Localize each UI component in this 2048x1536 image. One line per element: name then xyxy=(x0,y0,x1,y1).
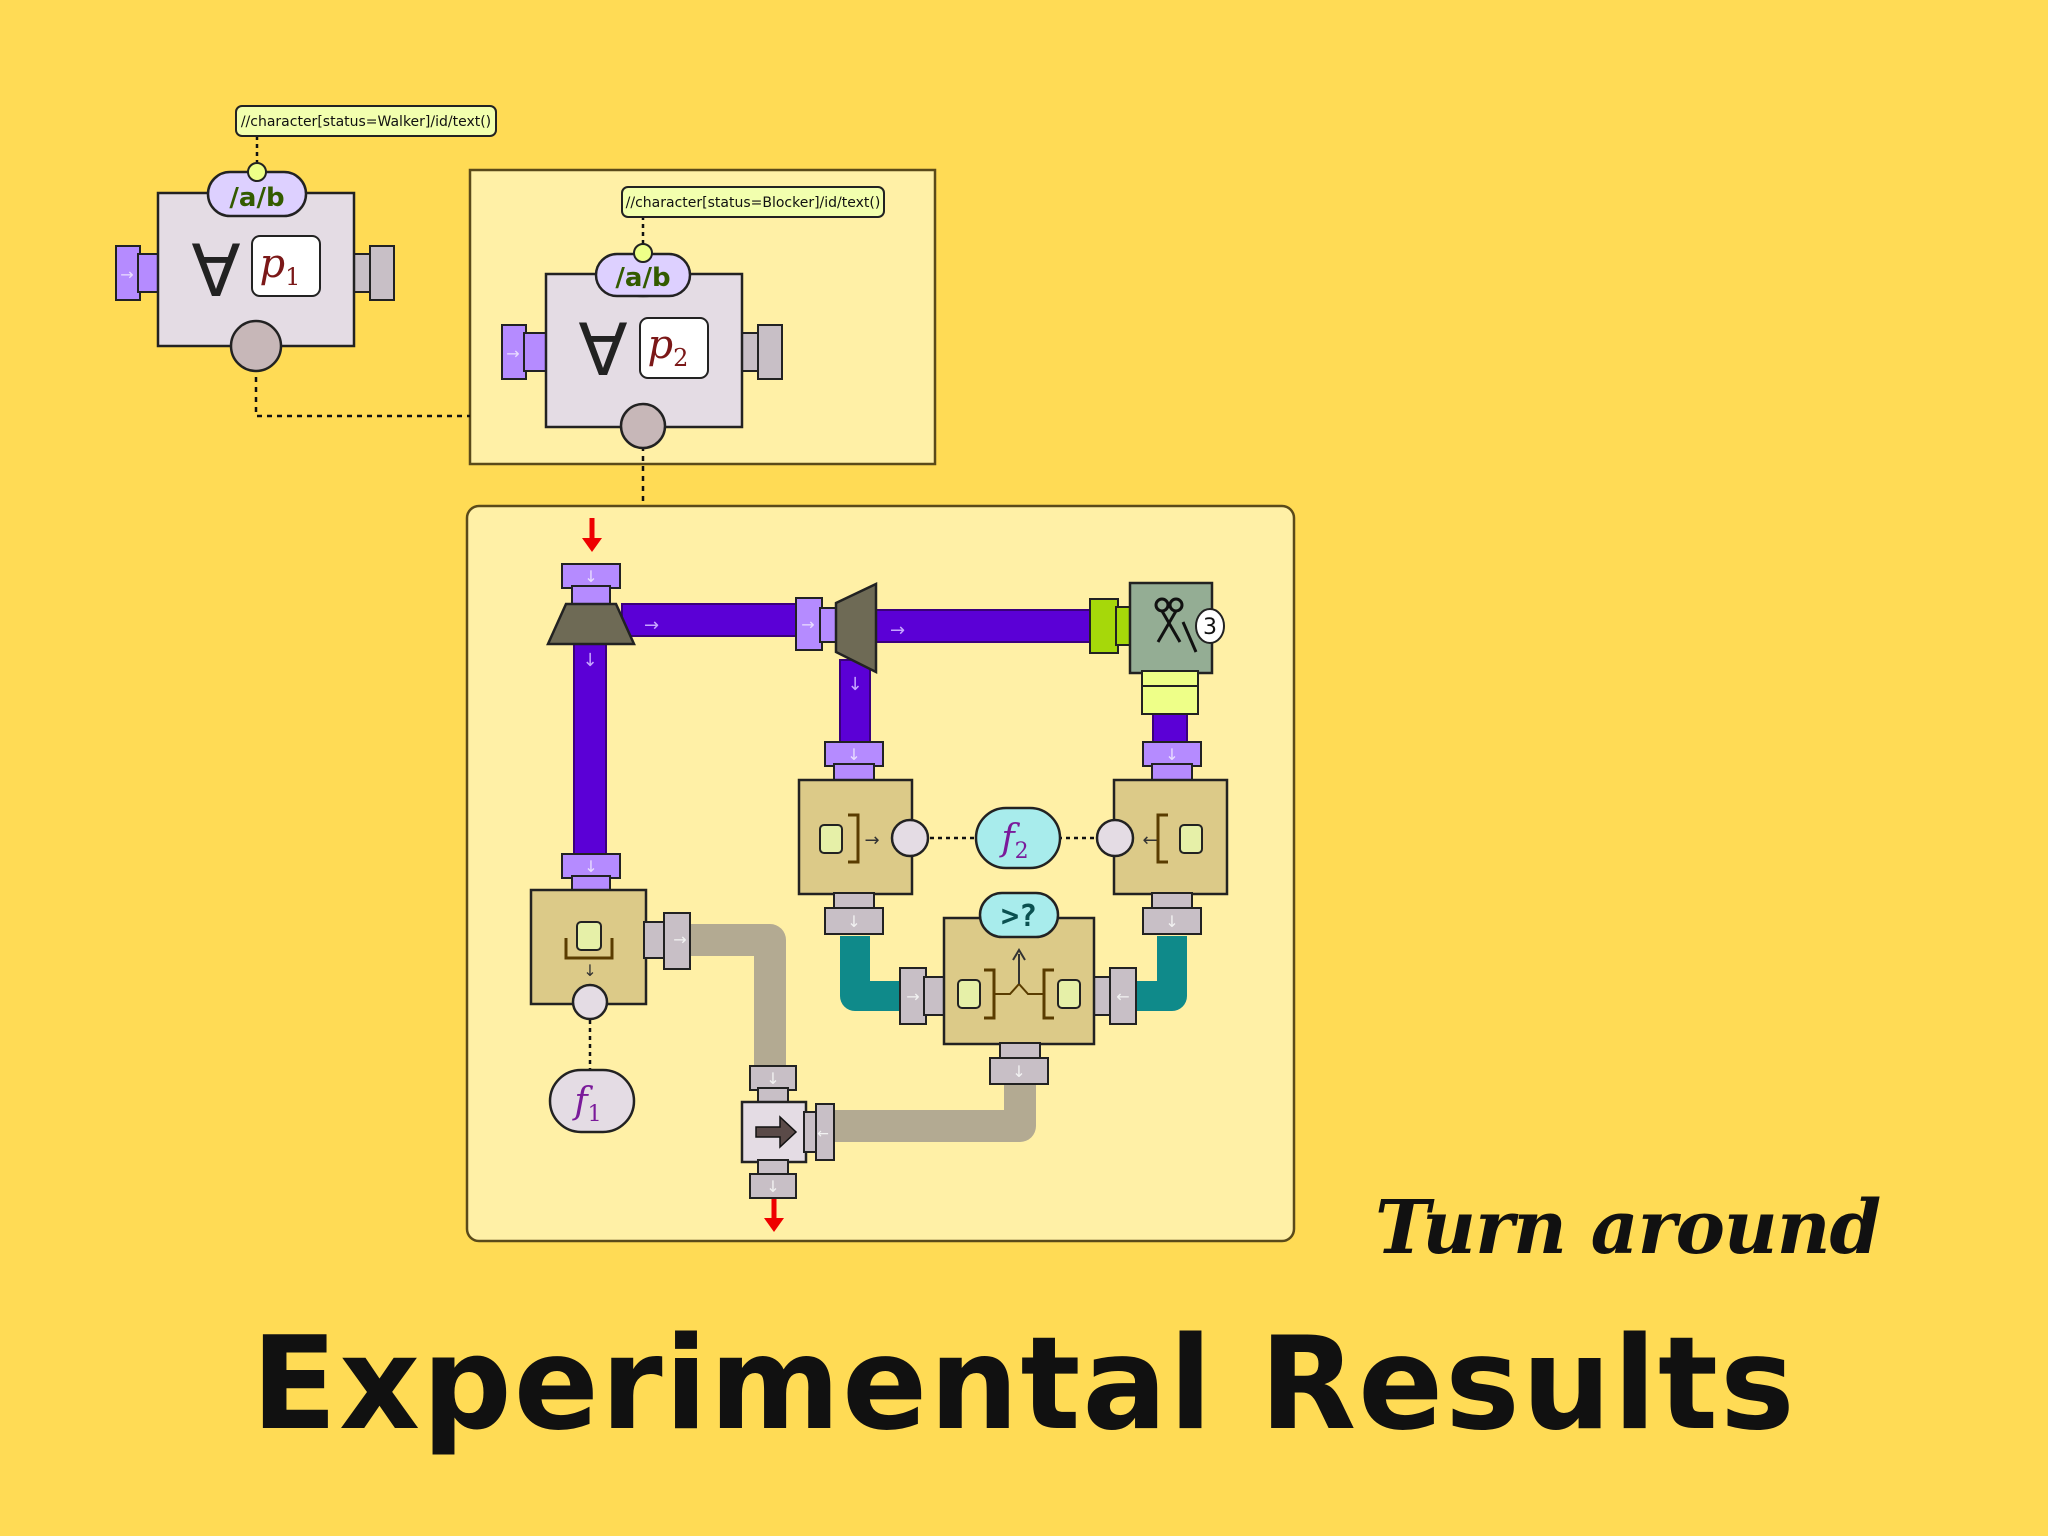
svg-text:↓: ↓ xyxy=(1165,745,1178,764)
compare-label: >? xyxy=(1001,899,1037,934)
svg-text:←: ← xyxy=(1116,987,1129,1006)
svg-text:↓: ↓ xyxy=(847,674,862,695)
forall-block-p1: → ∀ p1 /a/b xyxy=(115,162,395,373)
svg-text:↓: ↓ xyxy=(1165,912,1178,931)
predicate-p2-label: p2 xyxy=(648,322,689,372)
function-f1: f1 xyxy=(548,1068,636,1134)
comparator-block: → ← >? ↓ xyxy=(899,891,1137,1085)
svg-text:→: → xyxy=(801,615,814,634)
path-label-p1: /a/b xyxy=(229,183,284,213)
blocker-query-text: //character[status=Blocker]/id/text() xyxy=(626,195,881,211)
svg-text:→: → xyxy=(864,830,879,851)
splitter-top-left: ↓ xyxy=(546,563,636,646)
put-container-block-left: ↓ → ↓ xyxy=(797,741,930,935)
entry-arrow xyxy=(582,518,602,552)
svg-text:→: → xyxy=(120,265,133,284)
walker-query-box: //character[status=Walker]/id/text() xyxy=(235,105,497,137)
put-container-block-right: ↓ ← ↓ xyxy=(1095,741,1229,935)
svg-text:↓: ↓ xyxy=(583,961,596,980)
take-container-block: ↓ ↓ → xyxy=(529,853,691,1021)
svg-text:→: → xyxy=(644,615,659,636)
count-badge: 3 xyxy=(1203,615,1217,640)
splitter-top-middle: → xyxy=(795,582,878,675)
function-f2: f2 xyxy=(974,806,1062,870)
svg-text:←: ← xyxy=(1142,830,1157,851)
svg-text:↓: ↓ xyxy=(582,650,597,671)
path-label-p2: /a/b xyxy=(615,263,670,293)
svg-text:→: → xyxy=(673,930,686,949)
slide-caption: Turn around xyxy=(1375,1185,1881,1271)
walker-query-text: //character[status=Walker]/id/text() xyxy=(241,114,491,130)
merge-block: ↓ ← ↓ xyxy=(740,1065,835,1199)
forall-symbol-p1: ∀ xyxy=(191,229,240,313)
svg-text:→: → xyxy=(906,987,919,1006)
slide-title: Experimental Results xyxy=(251,1310,1797,1459)
svg-text:→: → xyxy=(506,344,519,363)
svg-text:↓: ↓ xyxy=(847,745,860,764)
input-port-left xyxy=(115,245,141,301)
svg-text:↓: ↓ xyxy=(766,1069,779,1088)
dotted-link-p1-to-panel xyxy=(254,367,470,418)
svg-text:→: → xyxy=(890,620,905,641)
svg-text:↓: ↓ xyxy=(584,857,597,876)
svg-text:↓: ↓ xyxy=(766,1177,779,1196)
svg-text:↓: ↓ xyxy=(584,567,597,586)
arrow-right-icon xyxy=(755,1115,798,1149)
svg-text:↓: ↓ xyxy=(847,912,860,931)
exit-arrow xyxy=(764,1198,784,1232)
forall-block-p2: → ∀ p2 /a/b xyxy=(501,243,783,450)
svg-text:↓: ↓ xyxy=(1012,1062,1025,1081)
scissors-icon xyxy=(1154,597,1198,653)
scissor-block: 3 xyxy=(1089,581,1225,715)
forall-symbol-p2: ∀ xyxy=(578,308,627,392)
predicate-p1-label: p1 xyxy=(260,241,301,291)
blocker-query-box: //character[status=Blocker]/id/text() xyxy=(621,186,885,218)
svg-text:←: ← xyxy=(817,1126,829,1142)
